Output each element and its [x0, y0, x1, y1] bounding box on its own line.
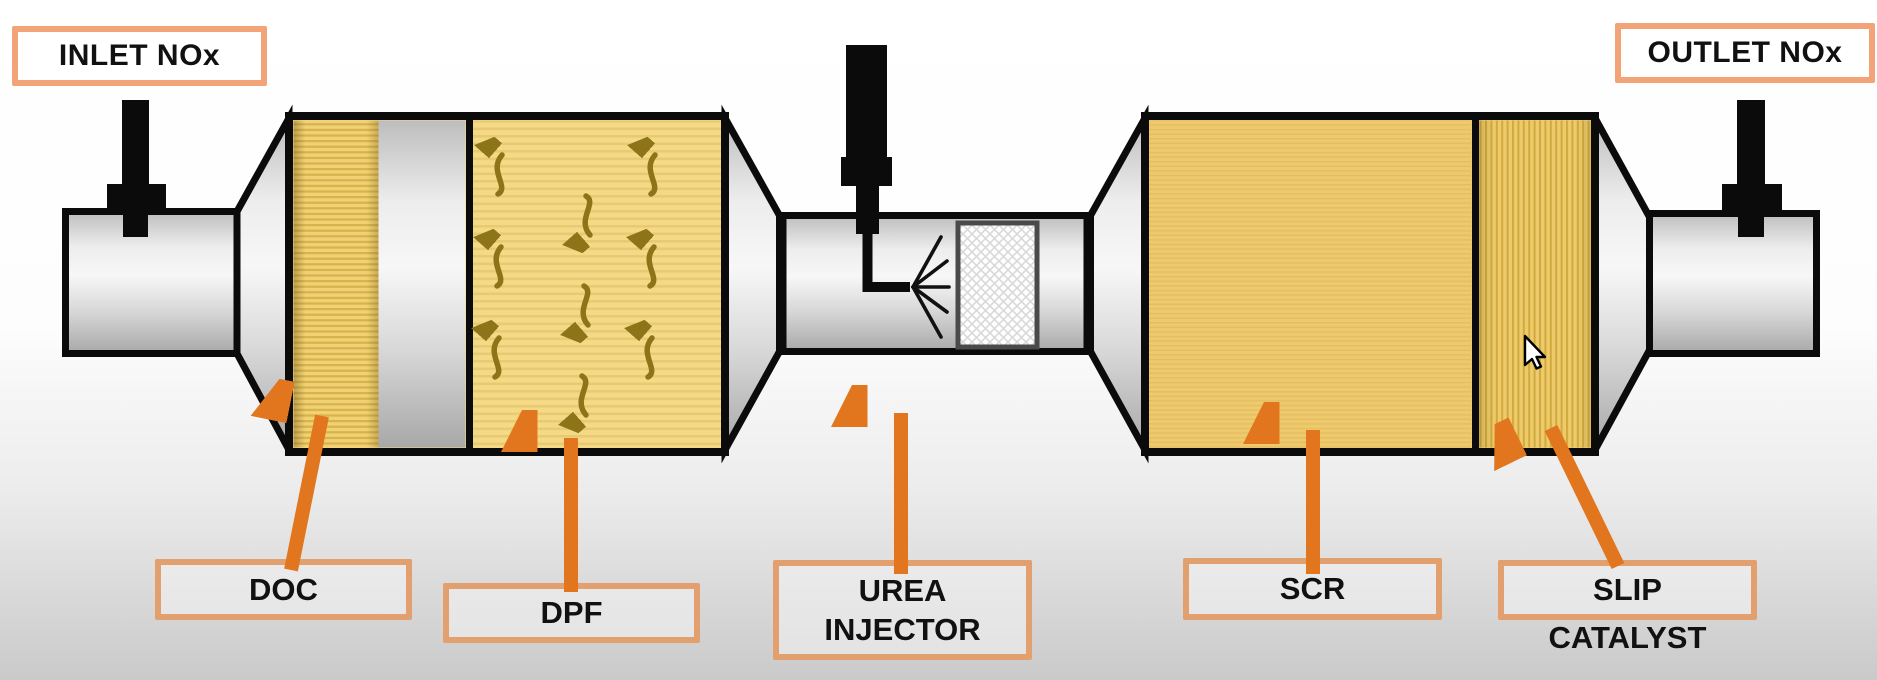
urea-spray	[911, 235, 951, 339]
outlet-nox-text: OUTLET NOx	[1647, 36, 1843, 69]
outlet-sensor-body	[1737, 100, 1765, 186]
slip-callout-arrow	[1551, 428, 1625, 570]
spray-line	[911, 285, 943, 339]
urea-text-line1: UREA	[858, 573, 947, 608]
dpf-label: DPF	[443, 583, 700, 643]
outlet-nox-label: OUTLET NOx	[1615, 23, 1875, 83]
injector-collar	[841, 157, 892, 186]
inlet-sensor-probe	[123, 215, 148, 237]
scr-text: SCR	[1279, 571, 1346, 606]
flow-squiggle-arrow	[494, 338, 499, 377]
inlet-nox-label: INLET NOx	[12, 26, 267, 86]
mouse-cursor-icon	[1523, 334, 1547, 370]
slip-text-line2: CATALYST	[1548, 620, 1707, 655]
scr-label: SCR	[1183, 558, 1442, 620]
urea-injector	[841, 45, 951, 339]
decomposition-pipe	[779, 212, 1091, 355]
inlet-pipe	[62, 208, 241, 357]
spray-line	[911, 285, 949, 314]
doc-substrate-shading	[293, 120, 379, 448]
flow-squiggle-arrow	[581, 376, 586, 415]
injector-body	[846, 45, 887, 157]
outlet-sensor-probe	[1738, 215, 1764, 237]
doc-text: DOC	[249, 571, 318, 607]
urea-text-line2: INJECTOR	[824, 612, 981, 647]
outlet-pipe	[1646, 210, 1820, 357]
doc-label: DOC	[155, 559, 412, 620]
dpf-substrate	[473, 120, 721, 448]
slip-substrate-shading	[1479, 120, 1591, 448]
urea-injector-label: UREA INJECTOR	[773, 560, 1032, 660]
doc-dpf-canister	[285, 112, 729, 456]
inlet-nox-text: INLET NOx	[58, 39, 221, 72]
slip-catalyst-substrate	[1479, 120, 1591, 448]
doc-substrate	[293, 120, 379, 448]
outlet-sensor-collar	[1722, 184, 1782, 215]
doc-dpf-shell	[285, 112, 729, 456]
slip-text-line1: SLIP	[1593, 572, 1662, 607]
inlet-nox-sensor	[107, 100, 166, 237]
slip-catalyst-label: SLIP	[1498, 560, 1757, 620]
flow-squiggle-arrow	[650, 155, 655, 194]
flow-squiggle-arrow	[585, 196, 590, 235]
cursor-pointer-shape	[1523, 334, 1547, 370]
scr-substrate	[1149, 120, 1471, 448]
flow-squiggle-arrow	[649, 247, 654, 286]
injector-stem	[856, 186, 879, 234]
scr-inlet-cone	[1087, 104, 1149, 464]
inlet-expansion-cone	[233, 104, 293, 452]
injector-tube	[862, 232, 910, 292]
flow-squiggle-arrow	[496, 247, 501, 286]
spray-line	[911, 259, 949, 289]
dpf-outlet-cone	[721, 104, 783, 464]
dpf-text: DPF	[540, 595, 603, 630]
canister-gap	[378, 120, 466, 448]
dpf-flow-arrows	[494, 155, 655, 415]
outlet-nox-sensor	[1722, 100, 1782, 237]
scr-outlet-cone	[1591, 116, 1653, 452]
scr-canister	[1141, 112, 1599, 456]
flow-squiggle-arrow	[497, 155, 502, 194]
doc-callout-arrow	[291, 416, 329, 572]
flow-squiggle-arrow	[583, 286, 588, 325]
inlet-sensor-body	[122, 100, 149, 186]
urea-mixer	[955, 220, 1040, 350]
spray-line	[911, 235, 943, 289]
inlet-sensor-collar	[107, 184, 166, 215]
flow-squiggle-arrow	[647, 338, 652, 377]
scr-shell	[1141, 112, 1599, 456]
slip-catalyst-label-line2: CATALYST	[1498, 620, 1757, 656]
